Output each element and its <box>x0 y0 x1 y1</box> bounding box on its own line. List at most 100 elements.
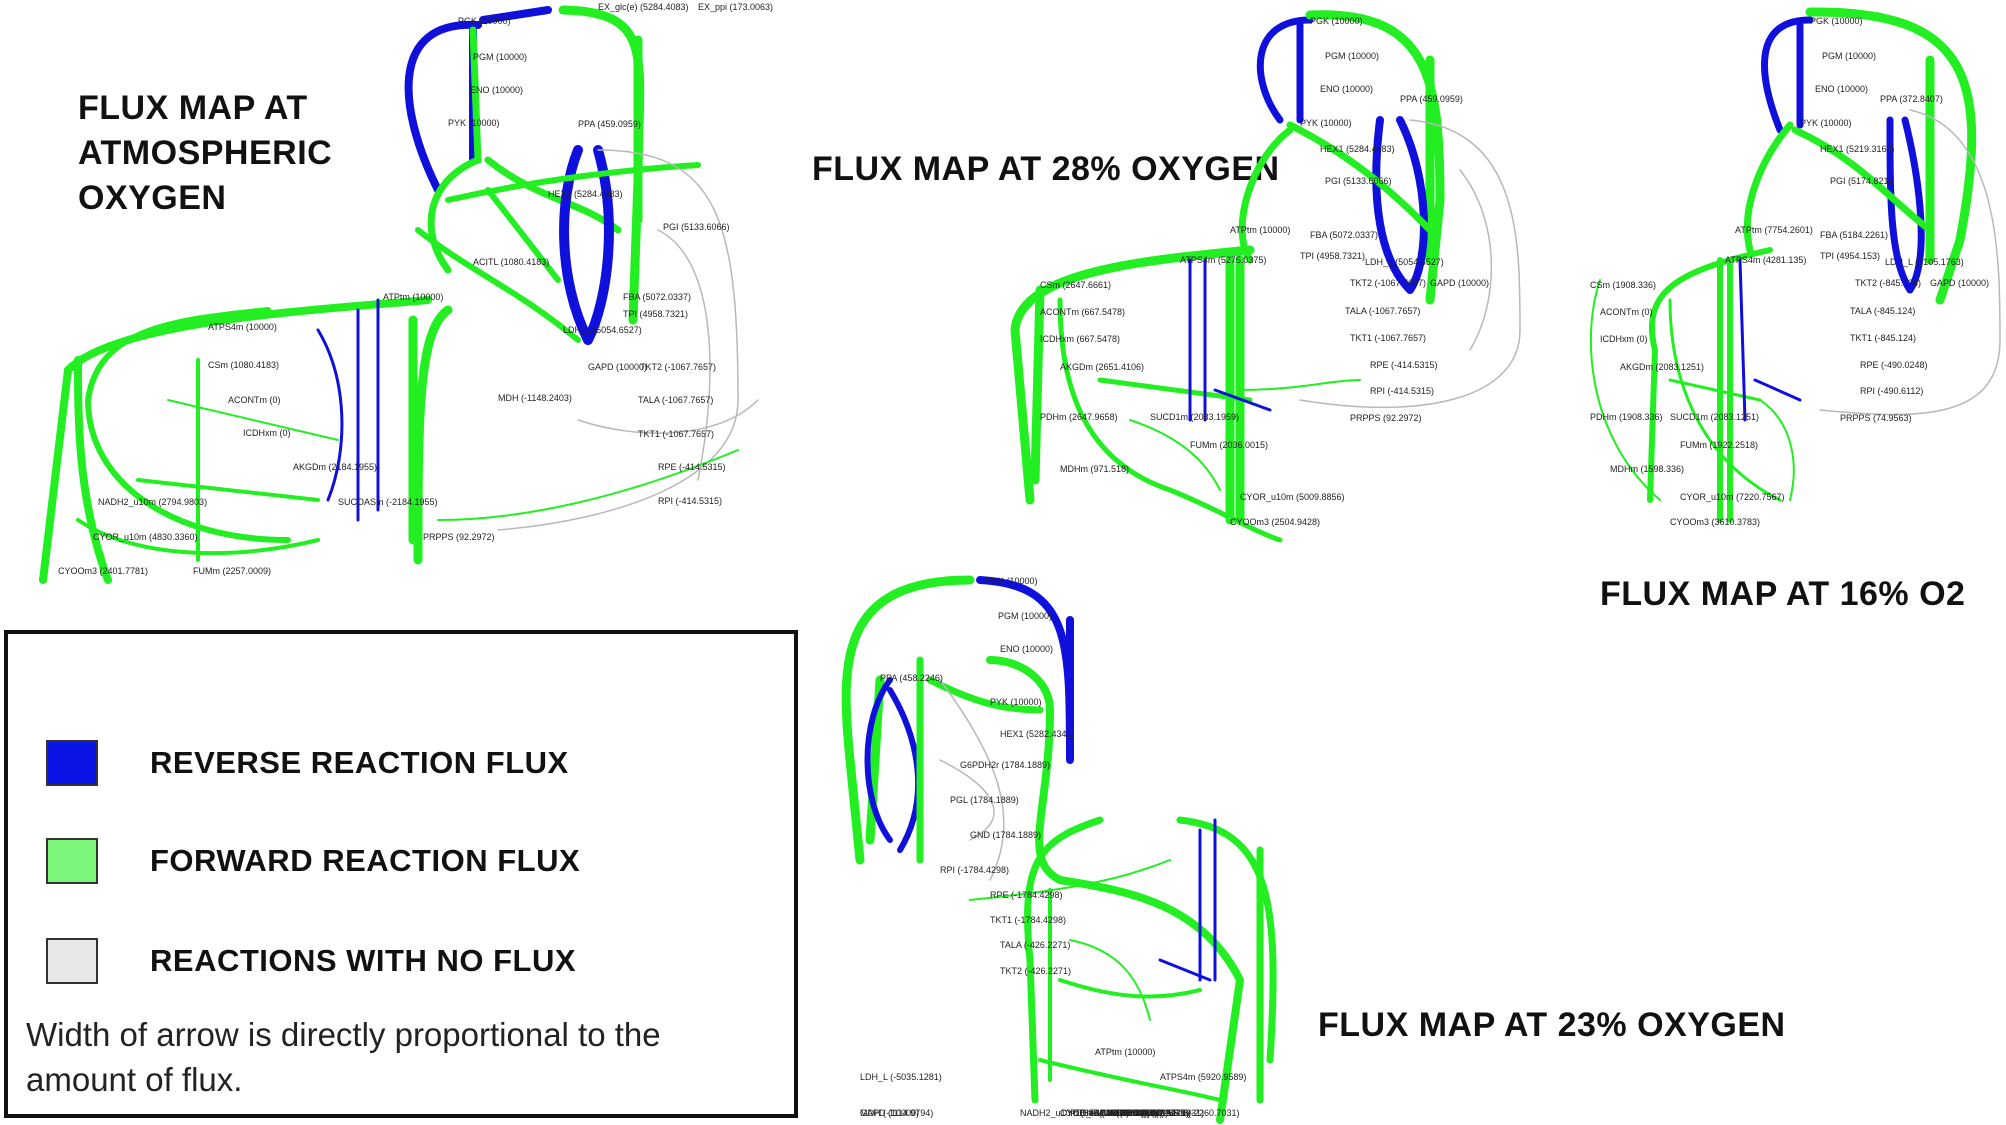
reaction-label: ACONTm (0) <box>1110 1108 1163 1118</box>
reaction-label: HEX1 (5282.4341) <box>1000 729 1075 739</box>
reaction-label: PRPPS (74.9563) <box>1840 413 1912 423</box>
reaction-label: HEX1 (5284.4083) <box>1320 144 1395 154</box>
reaction-label: ATPS4m (5920.9589) <box>1160 1072 1246 1082</box>
flux-map-16-percent: PGK (10000)PGM (10000)ENO (10000)PYK (10… <box>1589 7 2001 527</box>
reaction-label: MDHm (1598.336) <box>1610 464 1684 474</box>
reaction-label: CYOOm3 (3610.3783) <box>1670 517 1760 527</box>
reaction-label: LDH_L (-5035.1281) <box>860 1072 942 1082</box>
reaction-label: PRPPS (92.2972) <box>1350 413 1422 423</box>
reaction-label: PGM (10000) <box>1325 51 1379 61</box>
reaction-label: TKT1 (-1067.7657) <box>1350 333 1426 343</box>
reaction-label: CYOR_u10m (4830.3360) <box>93 532 198 542</box>
reaction-label: GAPD (10000) <box>1430 278 1489 288</box>
reaction-label: PDHm (1976.6598) <box>1070 1108 1148 1118</box>
reaction-label: ATPS4m (10000) <box>208 322 277 332</box>
reaction-label: MDHm (971.518) <box>1060 464 1129 474</box>
title-28-percent-oxygen: FLUX MAP AT 28% OXYGEN <box>812 150 1280 188</box>
reaction-label: CSm (1080.4183) <box>208 360 279 370</box>
reaction-label: TPI (4954.153) <box>1820 251 1880 261</box>
reaction-label: EX_ppi (173.0063) <box>698 2 773 12</box>
reaction-label: CYOOm3 (3635.5027) <box>1060 1108 1150 1118</box>
reaction-label: TALA (-426.2271) <box>1000 940 1070 950</box>
reaction-label: HEX1 (5284.4083) <box>548 189 623 199</box>
reaction-label: TPI (4958.7321) <box>1300 251 1365 261</box>
reaction-label: FUMm (1922.2518) <box>1680 440 1758 450</box>
forward-flux-label: FORWARD REACTION FLUX <box>150 843 581 878</box>
reaction-label: ATPS4m (5275.0375) <box>1180 255 1266 265</box>
reaction-label: MDHm (1792.9978) <box>1110 1108 1189 1118</box>
reaction-label: GAPD (10000) <box>860 1108 919 1118</box>
flux-map-28-percent: PGK (10000) PGM (10000) ENO (10000) PYK (10… <box>1010 10 1521 543</box>
reaction-label: FUMm (2036.0015) <box>1190 440 1268 450</box>
reaction-label: PGM (10000) <box>1822 51 1876 61</box>
reaction-label: TKT2 (-426.2271) <box>1000 966 1071 976</box>
reaction-label: ENO (10000) <box>470 85 523 95</box>
reaction-label: PPA (372.8407) <box>1880 94 1943 104</box>
reaction-label: RPE (-414.5315) <box>658 462 726 472</box>
reaction-label: TKT1 (-1784.4298) <box>990 915 1066 925</box>
flux-map-23-percent: PGK (10000)PGM (10000)ENO (10000)PPA (45… <box>841 575 1277 1124</box>
reaction-label: GAPD (10000) <box>588 362 647 372</box>
reaction-label: PYK (10000) <box>1300 118 1352 128</box>
reaction-label: TALA (-845.124) <box>1850 306 1915 316</box>
reaction-label: RPE (-490.0248) <box>1860 360 1928 370</box>
reaction-label: FUMm (2257.0009) <box>193 566 271 576</box>
reaction-label: PGL (1784.1889) <box>950 795 1019 805</box>
reaction-label: RPI (-414.5315) <box>1370 386 1434 396</box>
reaction-label: ENO (10000) <box>1320 84 1373 94</box>
reaction-label: LDH_L (5054.6527) <box>1365 257 1444 267</box>
legend-no-flux-row: REACTIONS WITH NO FLUX <box>46 938 576 984</box>
reaction-label: TALA (-1067.7657) <box>638 395 713 405</box>
reaction-label: PDHm (1908.336) <box>1590 412 1663 422</box>
reaction-label: ENO (10000) <box>1815 84 1868 94</box>
reaction-label: RPI (-414.5315) <box>658 496 722 506</box>
reaction-label: RPI (-1784.4298) <box>940 865 1009 875</box>
reaction-label: LDH_L (5105.1763) <box>1885 257 1964 267</box>
reaction-label: TKT1 (-1067.7657) <box>638 429 714 439</box>
reaction-label: TKT2 (-1067.7657) <box>640 362 716 372</box>
title-23-percent-oxygen: FLUX MAP AT 23% OXYGEN <box>1318 1006 1786 1044</box>
reaction-label: ICDHxm (667.5478) <box>1040 334 1120 344</box>
title-atmospheric-oxygen: FLUX MAP AT ATMOSPHERIC OXYGEN <box>78 89 333 217</box>
reaction-label: AKGDm (2260.7031) <box>1120 1108 1204 1118</box>
reaction-label: NADH2_u10m (3804.4506) <box>1020 1108 1129 1118</box>
reaction-label: PGM (10000) <box>473 52 527 62</box>
reaction-label: TALA (-1067.7657) <box>1345 306 1420 316</box>
reaction-label: SUCOASm (-2184.1955) <box>338 497 438 507</box>
reaction-label: TKT2 (-845.124) <box>1855 278 1921 288</box>
reaction-label: PGK (10000) <box>458 16 511 26</box>
reaction-label: CSm (1976.6598) <box>1120 1108 1191 1118</box>
reaction-label: CYOOm3 (2401.7781) <box>58 566 148 576</box>
reaction-label: SUCD1m (3261.5271) <box>1100 1108 1189 1118</box>
reaction-label: AKGDm (2651.4106) <box>1060 362 1144 372</box>
reaction-label: PDHm (2647.9658) <box>1040 412 1118 422</box>
reaction-label: TKT1 (-845.124) <box>1850 333 1916 343</box>
title-16-percent-o2: FLUX MAP AT 16% O2 <box>1600 575 1966 613</box>
no-flux-label: REACTIONS WITH NO FLUX <box>150 943 577 978</box>
reverse-flux-swatch <box>46 740 98 786</box>
reaction-label: G6PDH2r (1784.1889) <box>960 760 1050 770</box>
reaction-label: ATPS4m (4281.135) <box>1725 255 1806 265</box>
reaction-label: RPE (-414.5315) <box>1370 360 1438 370</box>
reaction-label: PGI (5133.6066) <box>663 222 730 232</box>
reaction-label: AKGDm (2083.1251) <box>1620 362 1704 372</box>
reaction-label: FBA (5184.2261) <box>1820 230 1888 240</box>
reaction-label: ATPtm (10000) <box>1095 1047 1155 1057</box>
reaction-label: SUCD1m (2083.1959) <box>1150 412 1239 422</box>
flux-map-atmospheric: PGK (10000)PGM (10000)ENO (10000)PYK (10… <box>39 2 773 584</box>
reaction-label: ATPtm (7754.2601) <box>1735 225 1813 235</box>
legend-forward-row: FORWARD REACTION FLUX <box>46 838 580 884</box>
no-flux-swatch <box>46 938 98 984</box>
reaction-label: PGI (5174.821) <box>1830 176 1892 186</box>
reaction-label: RPE (-1784.4298) <box>990 890 1063 900</box>
reaction-label: PGK (10000) <box>1310 16 1363 26</box>
reaction-label: ATPtm (10000) <box>1230 225 1290 235</box>
legend-reverse-row: REVERSE REACTION FLUX <box>46 740 569 786</box>
reaction-label: PPA (459.0959) <box>1400 94 1463 104</box>
reaction-label: ENO (10000) <box>1000 644 1053 654</box>
reaction-label: GND (1784.1889) <box>970 830 1041 840</box>
reaction-label: ICDHxm (0) <box>1600 334 1648 344</box>
reaction-label: CYOR_u10m (7220.7567) <box>1680 492 1785 502</box>
reaction-label: PGI (5133.6066) <box>1325 176 1392 186</box>
reaction-label: NADH2_u10m (2794.9803) <box>98 497 207 507</box>
